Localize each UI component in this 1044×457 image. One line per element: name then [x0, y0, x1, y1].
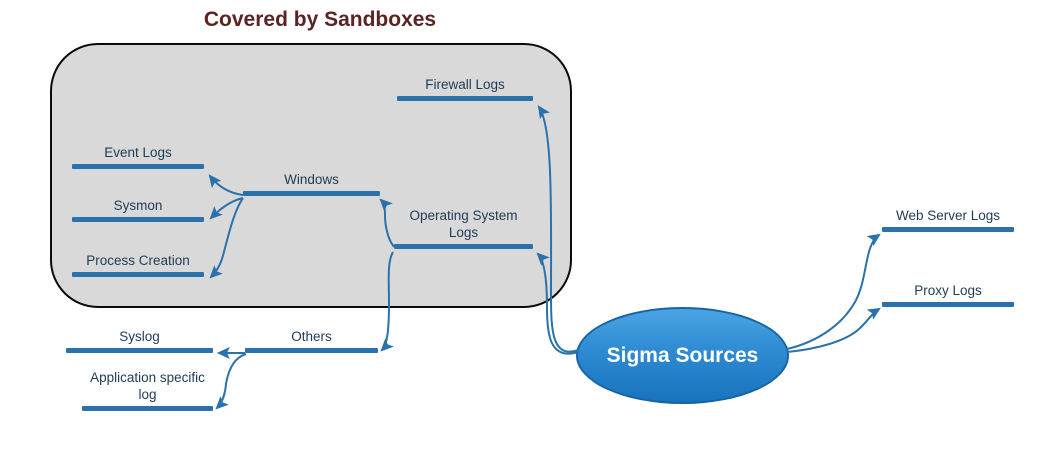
node-windows-label: Windows — [284, 172, 339, 187]
node-sysmon-label: Sysmon — [113, 198, 163, 213]
edge-sigma-to-web-server-logs — [786, 233, 881, 350]
node-proxy-logs: Proxy Logs — [882, 282, 1014, 307]
node-syslog-label: Syslog — [119, 329, 160, 344]
root-node-sigma-sources: Sigma Sources — [576, 307, 789, 404]
node-syslog: Syslog — [66, 328, 213, 353]
node-operating-system-logs-label: Operating System Logs — [409, 208, 518, 240]
node-process-creation-label: Process Creation — [86, 253, 190, 268]
root-node-label: Sigma Sources — [606, 343, 759, 367]
node-application-specific-log: Application specific log — [82, 369, 213, 411]
node-others: Others — [245, 328, 378, 353]
node-firewall-logs-label: Firewall Logs — [425, 77, 505, 92]
node-process-creation: Process Creation — [72, 252, 204, 277]
node-others-label: Others — [291, 329, 332, 344]
node-event-logs-underline — [72, 164, 204, 169]
node-proxy-logs-underline — [882, 302, 1014, 307]
node-syslog-underline — [66, 348, 213, 353]
node-firewall-logs-underline — [397, 96, 533, 101]
node-sysmon: Sysmon — [72, 197, 204, 222]
node-operating-system-logs: Operating System Logs — [394, 207, 533, 249]
node-firewall-logs: Firewall Logs — [397, 76, 533, 101]
node-proxy-logs-label: Proxy Logs — [914, 283, 982, 298]
node-operating-system-logs-underline — [394, 244, 533, 249]
node-web-server-logs: Web Server Logs — [882, 207, 1014, 232]
node-application-specific-log-underline — [82, 406, 213, 411]
node-sysmon-underline — [72, 217, 204, 222]
node-event-logs-label: Event Logs — [104, 145, 172, 160]
node-application-specific-log-label: Application specific log — [90, 370, 205, 402]
sandbox-boundary — [50, 43, 572, 308]
node-others-underline — [245, 348, 378, 353]
node-web-server-logs-underline — [882, 227, 1014, 232]
node-process-creation-underline — [72, 272, 204, 277]
node-windows-underline — [243, 191, 380, 196]
edge-sigma-to-proxy-logs — [786, 307, 881, 353]
node-web-server-logs-label: Web Server Logs — [895, 208, 1001, 223]
edge-others-to-application-specific-log — [215, 353, 247, 410]
node-windows: Windows — [243, 171, 380, 196]
node-event-logs: Event Logs — [72, 144, 204, 169]
diagram-title: Covered by Sandboxes — [203, 8, 437, 31]
